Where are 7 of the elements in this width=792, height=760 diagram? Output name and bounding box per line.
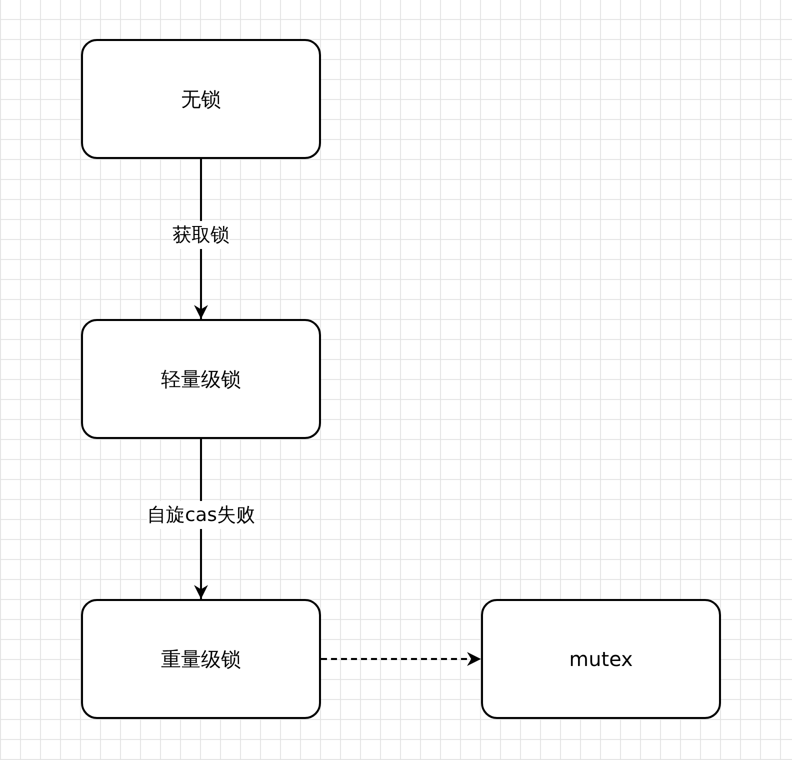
state-box: 重量级锁	[81, 599, 321, 719]
state-box: 无锁	[81, 39, 321, 159]
state-box: mutex	[481, 599, 721, 719]
edge-label: 自旋cas失败	[147, 501, 255, 529]
state-box: 轻量级锁	[81, 319, 321, 439]
edge-label: 获取锁	[172, 221, 230, 249]
arrow	[321, 652, 481, 666]
